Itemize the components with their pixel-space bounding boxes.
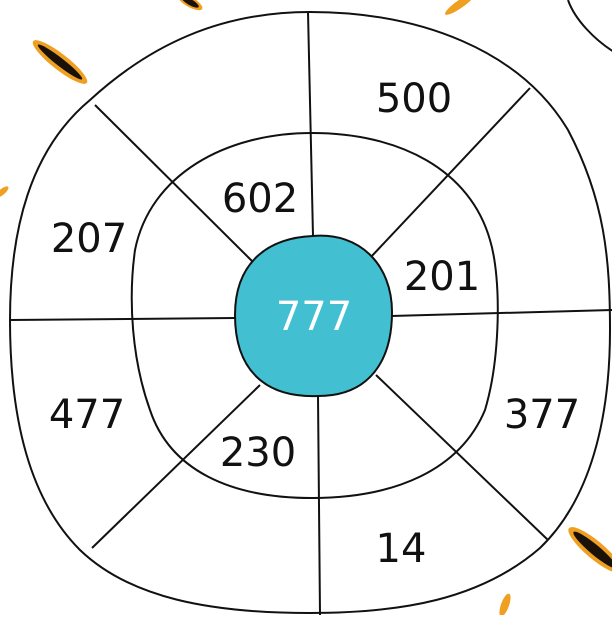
streak-right xyxy=(563,521,612,578)
inner-number-right: 201 xyxy=(404,254,480,300)
spoke-left xyxy=(10,318,235,320)
streak-left-edge xyxy=(0,185,10,200)
outer-number-top: 500 xyxy=(376,76,452,122)
center-number: 777 xyxy=(276,294,352,340)
streak-top-right xyxy=(443,0,477,18)
streak-left xyxy=(28,35,91,89)
outer-number-bottom: 14 xyxy=(376,526,427,572)
streak-bottom xyxy=(497,592,513,615)
neighbor-wheel-edge xyxy=(568,0,612,52)
inner-number-bottom-left: 230 xyxy=(220,430,296,476)
outer-number-left-upper: 207 xyxy=(51,216,127,262)
outer-number-right-lower: 377 xyxy=(504,392,580,438)
inner-number-top-left: 602 xyxy=(222,176,298,222)
spoke-right xyxy=(391,310,612,316)
outer-number-left-lower: 477 xyxy=(49,392,125,438)
streak-top xyxy=(175,0,204,13)
spoke-top xyxy=(308,12,313,236)
spoke-bottom xyxy=(318,396,320,615)
